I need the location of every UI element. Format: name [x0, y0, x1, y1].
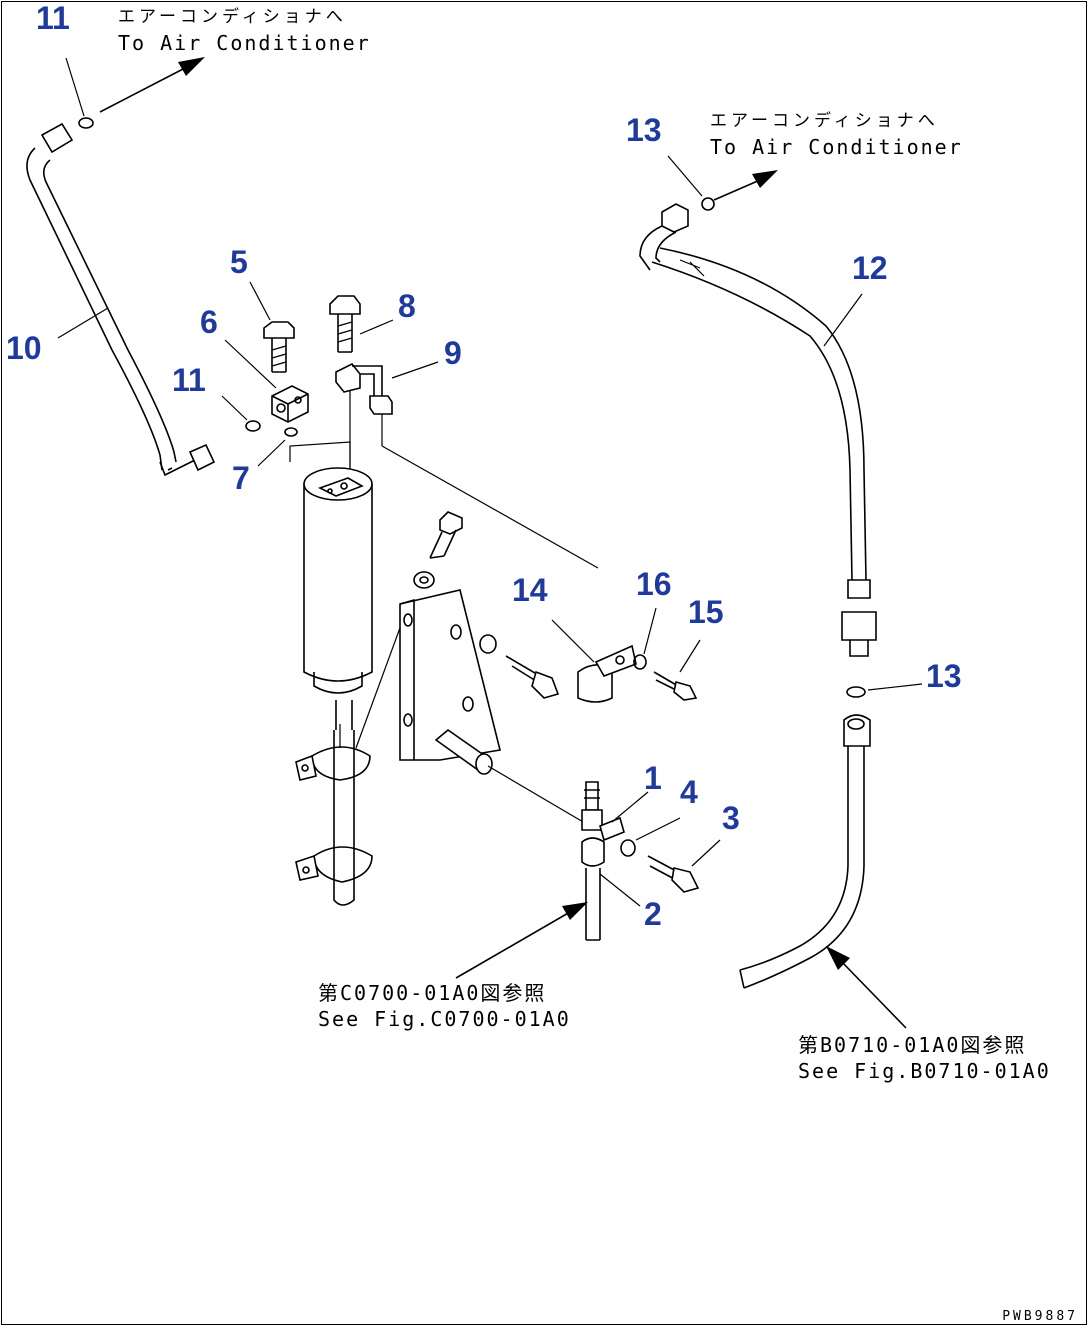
callout-3: 3: [722, 800, 740, 836]
note-top-left: エアーコンディショナへ To Air Conditioner: [118, 4, 371, 56]
bolt-3: [647, 855, 700, 893]
callout-13-mid: 13: [926, 658, 962, 694]
fitting-1: [581, 781, 625, 867]
bolt-8: [329, 295, 361, 353]
clamp-14: [577, 644, 637, 703]
note-ref-c-en: See Fig.C0700-01A0: [318, 1007, 571, 1031]
clamp-band-lower: [295, 846, 373, 883]
callout-10: 10: [6, 330, 42, 366]
o-ring-13-mid: [846, 686, 866, 698]
note-top-right-en: To Air Conditioner: [710, 135, 963, 159]
callout-6: 6: [200, 304, 218, 340]
callout-2: 2: [644, 896, 662, 932]
callout-13-top: 13: [626, 112, 662, 148]
callout-11-mid: 11: [172, 362, 206, 398]
washer-16: [633, 654, 647, 670]
bolt-5: [263, 321, 295, 373]
note-top-left-en: To Air Conditioner: [118, 31, 371, 55]
arrow-top-right: [713, 170, 778, 201]
callout-12: 12: [852, 250, 888, 286]
callout-11-top: 11: [36, 0, 70, 36]
bracket: [399, 589, 501, 775]
callout-9: 9: [444, 335, 462, 371]
callout-7: 7: [232, 460, 250, 496]
callout-8: 8: [398, 288, 416, 324]
connector-block-6: [271, 385, 309, 423]
arrow-ref-b: [826, 946, 907, 1029]
washer-bracket-side: [479, 634, 497, 654]
note-top-left-jp: エアーコンディショナへ: [118, 7, 347, 27]
callout-5: 5: [230, 244, 248, 280]
bolt-bracket-side: [505, 655, 560, 699]
hose-12: [639, 203, 877, 657]
callout-15: 15: [688, 594, 724, 630]
note-top-right-jp: エアーコンディショナへ: [710, 111, 939, 131]
washer-4: [620, 839, 636, 857]
arrow-top-left: [99, 57, 205, 113]
hose-10: [26, 122, 216, 477]
receiver-drier: [303, 467, 373, 906]
note-ref-c-jp: 第C0700-01A0図参照: [318, 981, 547, 1005]
washer-bracket-top: [413, 571, 435, 589]
drawing-number: PWB9887: [1002, 1309, 1078, 1324]
o-ring-11-mid: [245, 420, 261, 432]
clamp-band-upper: [295, 746, 371, 781]
pipe-2: [585, 868, 601, 941]
callout-14: 14: [512, 572, 548, 608]
callout-16: 16: [636, 566, 672, 602]
note-top-right: エアーコンディショナへ To Air Conditioner: [710, 108, 963, 160]
note-ref-b: 第B0710-01A0図参照 See Fig.B0710-01A0: [798, 1032, 1051, 1084]
note-ref-b-jp: 第B0710-01A0図参照: [798, 1033, 1027, 1057]
note-ref-c: 第C0700-01A0図参照 See Fig.C0700-01A0: [318, 980, 571, 1032]
bolt-15: [653, 671, 698, 701]
hose-lower-right: [739, 714, 871, 989]
callout-4: 4: [680, 774, 698, 810]
o-ring-13-top: [701, 197, 715, 211]
pipe-9: [335, 362, 393, 415]
callout-1: 1: [644, 760, 662, 796]
o-ring-11-top: [78, 117, 94, 129]
bolt-bracket-top: [429, 511, 463, 559]
arrow-ref-c: [455, 902, 588, 979]
o-ring-7: [284, 427, 298, 437]
note-ref-b-en: See Fig.B0710-01A0: [798, 1059, 1051, 1083]
